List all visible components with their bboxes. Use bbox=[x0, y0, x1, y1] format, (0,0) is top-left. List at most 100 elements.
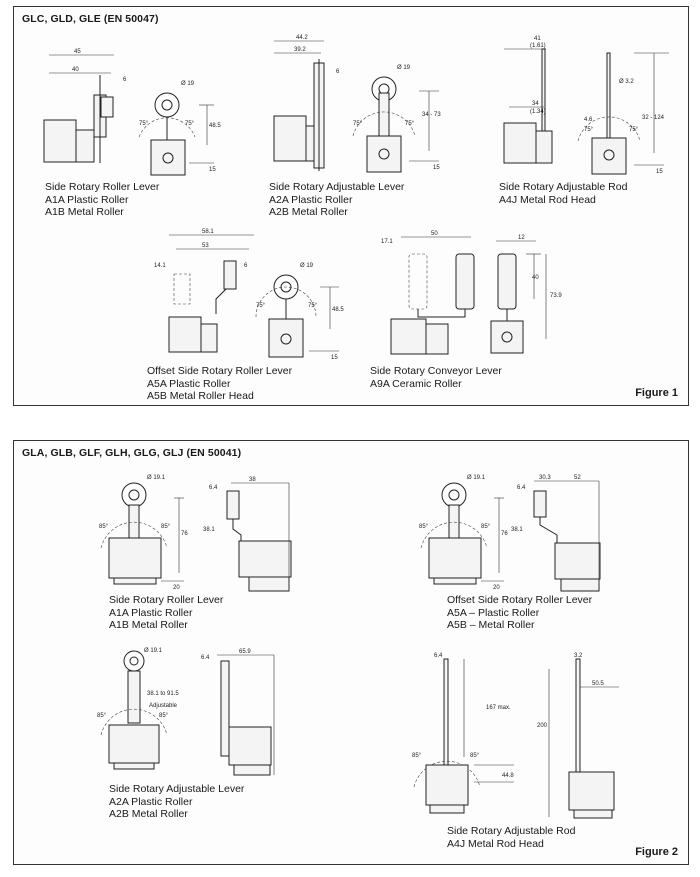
dim-label: 6 bbox=[244, 263, 248, 269]
dim-label: 44.8 bbox=[502, 773, 514, 779]
dim-label: 38.1 to 91.5 bbox=[147, 691, 179, 697]
dim-label: 15 bbox=[656, 169, 663, 175]
caption-side-rotary-adjustable-rod: Side Rotary Adjustable Rod A4J Metal Rod… bbox=[499, 181, 627, 206]
dim-label: 85° bbox=[412, 753, 422, 759]
offset-side-rotary-roller-lever-drawing: 58.1 53 14.1 6 Ø 19 75° 75° 48.5 15 bbox=[154, 229, 344, 361]
dim-label: 15 bbox=[331, 355, 338, 361]
caption-line: A4J Metal Rod Head bbox=[447, 837, 544, 850]
caption-line: A5A – Plastic Roller bbox=[447, 606, 540, 619]
dim-label: 15 bbox=[209, 167, 216, 173]
dim-label: 38 bbox=[249, 477, 256, 483]
dim-label: Ø 19 bbox=[397, 65, 411, 71]
dim-label: 14.1 bbox=[154, 263, 166, 269]
caption-line: Side Rotary Adjustable Rod bbox=[447, 825, 576, 837]
dim-label: 73.9 bbox=[550, 293, 562, 299]
caption-line: A2A Plastic Roller bbox=[269, 193, 353, 206]
dim-label: 85° bbox=[99, 524, 109, 530]
dim-label: 200 bbox=[537, 723, 548, 729]
figure-2-panel: GLA, GLB, GLF, GLH, GLG, GLJ (EN 50041) … bbox=[13, 440, 689, 865]
caption-line: Offset Side Rotary Roller Lever bbox=[447, 594, 593, 606]
dim-label: 75° bbox=[185, 121, 195, 127]
dim-label: 44.2 bbox=[296, 35, 308, 41]
dim-label: 20 bbox=[493, 585, 500, 591]
caption-line: A9A Ceramic Roller bbox=[370, 377, 462, 390]
dim-label: Ø 19.1 bbox=[467, 475, 486, 481]
dim-label: 75° bbox=[405, 121, 415, 127]
en50041-side-rotary-roller-lever-drawing: Ø 19.1 85° 85° 76 20 6.4 38 38.1 bbox=[99, 475, 292, 592]
caption-line: A1A Plastic Roller bbox=[45, 193, 129, 206]
dim-label: 75° bbox=[629, 127, 639, 133]
side-rotary-roller-lever-drawing: 45 40 6 Ø 19 75° 75° 48.5 15 bbox=[43, 49, 221, 176]
dim-label: Ø 3.2 bbox=[619, 79, 634, 85]
dim-label: 12 bbox=[518, 235, 525, 241]
dim-label: 6 bbox=[336, 69, 340, 75]
dim-label: 34 bbox=[532, 101, 539, 107]
dim-label: 39.2 bbox=[294, 47, 306, 53]
caption-line: Side Rotary Adjustable Rod bbox=[499, 181, 628, 193]
dim-label: 48.5 bbox=[209, 123, 221, 129]
dim-label: 4.6 bbox=[584, 117, 593, 123]
figure-2-label: Figure 2 bbox=[635, 846, 678, 858]
dim-label: 50 bbox=[431, 231, 438, 237]
dim-label: 41 bbox=[534, 36, 541, 42]
dim-label: 32 - 124 bbox=[642, 115, 665, 121]
dim-label: (1.34) bbox=[530, 109, 546, 115]
dim-label: 76 bbox=[501, 531, 508, 537]
caption-line: Side Rotary Adjustable Lever bbox=[269, 181, 405, 193]
caption-line: A5B Metal Roller Head bbox=[147, 390, 254, 402]
dim-label: 75° bbox=[139, 121, 149, 127]
caption-line: A1A Plastic Roller bbox=[109, 606, 193, 619]
dim-label: 75° bbox=[308, 303, 318, 309]
dim-label: Ø 19.1 bbox=[144, 648, 163, 654]
dim-label: 85° bbox=[159, 713, 169, 719]
side-rotary-adjustable-lever-drawing: 44.2 39.2 6 Ø 19 75° 75° 34 - 73 15 bbox=[273, 35, 441, 173]
caption-en50041-side-rotary-roller-lever: Side Rotary Roller Lever A1A Plastic Rol… bbox=[109, 594, 223, 632]
dim-label: (1.61) bbox=[530, 43, 546, 49]
dim-label: 85° bbox=[481, 524, 491, 530]
caption-en50041-side-rotary-adjustable-rod: Side Rotary Adjustable Rod A4J Metal Rod… bbox=[447, 825, 575, 850]
dim-label: 50.5 bbox=[592, 681, 604, 687]
caption-side-rotary-adjustable-lever: Side Rotary Adjustable Lever A2A Plastic… bbox=[269, 181, 404, 219]
dim-label: 17.1 bbox=[381, 239, 393, 245]
dim-label: 75° bbox=[353, 121, 363, 127]
dim-label: Ø 19 bbox=[181, 81, 195, 87]
figure-1-panel: GLC, GLD, GLE (EN 50047) 45 40 6 Ø 19 75… bbox=[13, 6, 689, 406]
dim-label: Ø 19 bbox=[300, 263, 314, 269]
caption-line: A1B Metal Roller bbox=[109, 619, 188, 631]
caption-line: Side Rotary Conveyor Lever bbox=[370, 365, 502, 377]
dim-label: 15 bbox=[433, 165, 440, 171]
dim-label: 6.4 bbox=[201, 655, 210, 661]
dim-label: 6 bbox=[123, 77, 127, 83]
dim-label: 30.3 bbox=[539, 475, 551, 481]
dim-label: 6.4 bbox=[209, 485, 218, 491]
caption-line: A2B Metal Roller bbox=[109, 808, 188, 820]
dim-label: 85° bbox=[419, 524, 429, 530]
dim-label: 58.1 bbox=[202, 229, 214, 235]
dim-label: 45 bbox=[74, 49, 81, 55]
dim-label: 65.9 bbox=[239, 649, 251, 655]
caption-side-rotary-conveyor-lever: Side Rotary Conveyor Lever A9A Ceramic R… bbox=[370, 365, 502, 390]
caption-line: A4J Metal Rod Head bbox=[499, 193, 596, 206]
caption-side-rotary-roller-lever: Side Rotary Roller Lever A1A Plastic Rol… bbox=[45, 181, 159, 219]
caption-line: A2B Metal Roller bbox=[269, 206, 348, 218]
dim-label: 52 bbox=[574, 475, 581, 481]
dim-label: 85° bbox=[161, 524, 171, 530]
caption-offset-side-rotary-roller-lever: Offset Side Rotary Roller Lever A5A Plas… bbox=[147, 365, 292, 403]
dim-label: 75° bbox=[584, 127, 594, 133]
caption-line: Offset Side Rotary Roller Lever bbox=[147, 365, 293, 377]
dim-label: 85° bbox=[470, 753, 480, 759]
dim-label: Ø 19.1 bbox=[147, 475, 166, 481]
en50041-offset-side-rotary-roller-lever-drawing: Ø 19.1 85° 85° 76 20 6.4 30.3 52 38.1 bbox=[419, 475, 601, 592]
caption-line: A1B Metal Roller bbox=[45, 206, 124, 218]
figure-1-title: GLC, GLD, GLE (EN 50047) bbox=[22, 13, 159, 25]
caption-line: A2A Plastic Roller bbox=[109, 795, 193, 808]
dim-label: 38.1 bbox=[203, 527, 215, 533]
dim-label: 34 - 73 bbox=[422, 112, 441, 118]
dim-label: 38.1 bbox=[511, 527, 523, 533]
caption-line: A5A Plastic Roller bbox=[147, 377, 231, 390]
dim-label: 76 bbox=[181, 531, 188, 537]
dim-label: 167 max. bbox=[486, 705, 511, 711]
figure-2-title: GLA, GLB, GLF, GLH, GLG, GLJ (EN 50041) bbox=[22, 447, 242, 459]
dim-label: 3.2 bbox=[574, 653, 583, 659]
dim-label: 6.4 bbox=[434, 653, 443, 659]
